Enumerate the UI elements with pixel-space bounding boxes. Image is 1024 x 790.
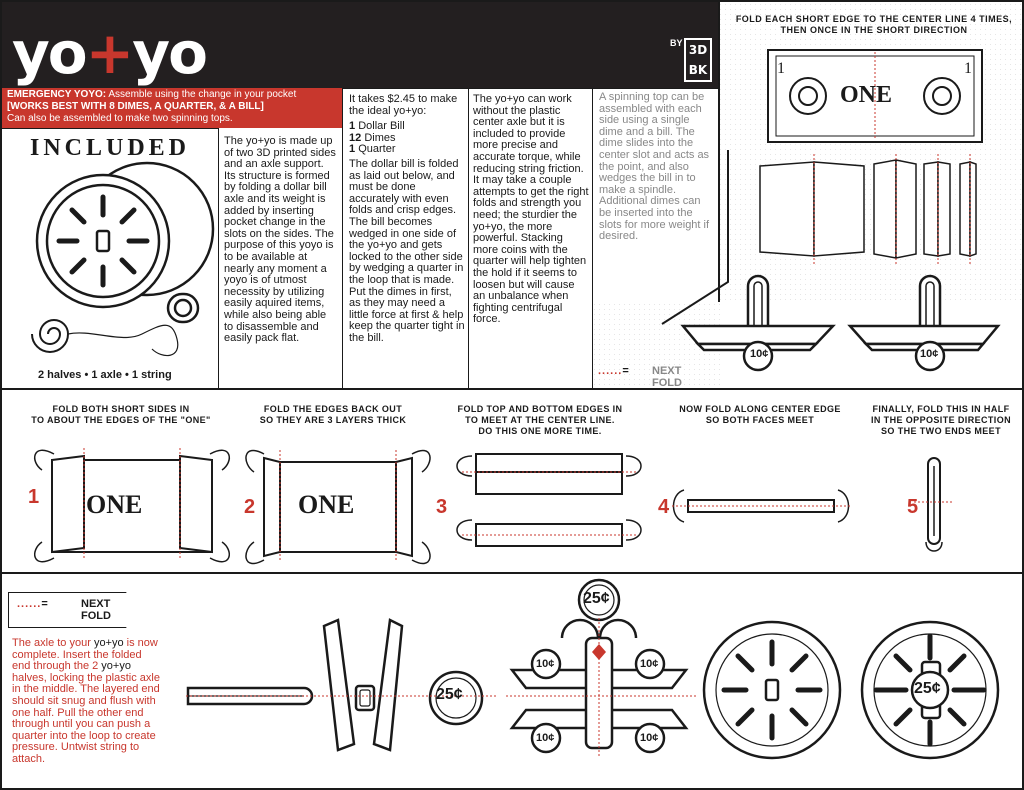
cost-intro: It takes $2.45 to make the ideal yo+yo: [349, 93, 458, 117]
dollar-bill-illustration [661, 49, 1001, 372]
divider [342, 88, 718, 89]
dime-label: 10¢ [750, 348, 769, 360]
axle-instructions: The axle to your yo+yo is now complete. … [12, 637, 160, 765]
header-bar [2, 2, 718, 88]
cost-list: 1 Dollar Bill 12 Dimes 1 Quarter [349, 120, 465, 156]
brand-logo-mark: 3D BK [684, 38, 712, 82]
divider [342, 88, 343, 388]
list-item: 1 Dollar Bill [349, 120, 405, 133]
included-parts-illustration [31, 161, 215, 357]
bill-label: ONE [298, 490, 355, 519]
step-2-number: 2 [244, 496, 256, 518]
included-title: INCLUDED [30, 135, 191, 161]
next-fold-legend: ......= NEXT FOLD [598, 365, 682, 389]
quarter-label: 25¢ [436, 686, 463, 703]
logo: yo+yo [12, 19, 208, 87]
dime-label: 10¢ [536, 658, 555, 670]
brand-by: BY [670, 38, 683, 48]
dime-label: 10¢ [536, 732, 555, 744]
description-text: The yo+yo is made up of two 3D printed s… [224, 135, 336, 345]
bill-label: ONE [86, 490, 143, 519]
list-item: 1 Quarter [349, 143, 396, 156]
cost-column: It takes $2.45 to make the ideal yo+yo: … [349, 93, 465, 344]
dime-label: 10¢ [920, 348, 939, 360]
fold-steps-illustration [33, 448, 954, 565]
divider [2, 572, 1022, 574]
divider [592, 88, 593, 388]
step-4-number: 4 [658, 496, 670, 518]
emergency-banner: EMERGENCY YOYO: Assemble using the chang… [2, 88, 342, 128]
step-1-number: 1 [28, 486, 40, 508]
right-panel-title: FOLD EACH SHORT EDGE TO THE CENTER LINE … [735, 14, 1013, 35]
bill-corner: 1 [777, 60, 785, 77]
divider [2, 388, 1022, 390]
quarter-label: 25¢ [583, 590, 610, 607]
included-caption: 2 halves • 1 axle • 1 string [38, 369, 172, 381]
dime-label: 10¢ [640, 658, 659, 670]
divider [468, 88, 469, 388]
list-item: 12 Dimes [349, 131, 396, 144]
included-section: INCLUDED [2, 128, 218, 388]
dime-label: 10¢ [640, 732, 659, 744]
step-5-number: 5 [907, 496, 919, 518]
bill-corner: 1 [964, 60, 972, 77]
quarter-label: 25¢ [914, 680, 941, 697]
spinning-top-text: A spinning top can be assembled with eac… [599, 91, 710, 243]
step-3-number: 3 [436, 496, 448, 518]
assembly-illustration [186, 578, 1000, 760]
fold-description: The dollar bill is folded as laid out be… [349, 157, 465, 344]
next-fold-legend: ......= NEXT FOLD [8, 592, 142, 628]
axle-description: The yo+yo can work without the plastic c… [473, 93, 589, 326]
divider [218, 128, 219, 388]
bill-label: ONE [840, 82, 893, 108]
